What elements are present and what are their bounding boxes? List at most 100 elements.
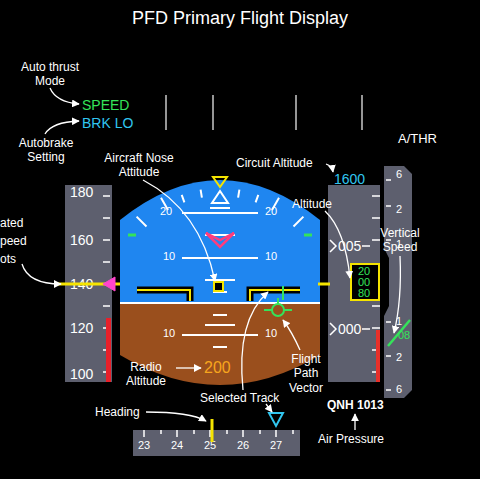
aircraft-symbol xyxy=(137,290,300,301)
vs-scale-ticks xyxy=(386,180,391,390)
heading-scale-ticks xyxy=(144,430,293,437)
altitude-scale-ticks xyxy=(372,196,380,372)
selected-altitude: 1600 xyxy=(334,171,365,188)
callout-label: Air Pressure xyxy=(318,432,384,446)
selected-track-marker xyxy=(269,413,283,426)
pitch-ladder xyxy=(182,213,258,347)
leader-arrow xyxy=(325,211,350,278)
altitude-scale-number: 005 xyxy=(338,239,361,253)
aircraft-symbol xyxy=(137,282,300,301)
speed-reference-line xyxy=(58,283,120,286)
speed-limit-band xyxy=(106,318,111,382)
altitude-reference-line xyxy=(318,283,330,286)
leader-arrow xyxy=(146,412,206,421)
flight-path-vector xyxy=(272,304,284,316)
leader-arrow xyxy=(22,264,61,284)
fma-divider xyxy=(165,95,167,130)
leader-arrow xyxy=(143,180,215,281)
callout-label: Autobrake Setting xyxy=(10,136,82,165)
speed-scale-number: 160 xyxy=(70,233,93,247)
pitch-number: 10 xyxy=(163,251,175,262)
callout-label: Radio Altitude xyxy=(120,360,172,389)
altitude-marker xyxy=(330,240,370,335)
heading-number: 23 xyxy=(138,440,150,451)
speed-scale-number: 180 xyxy=(70,185,93,199)
callout-label: Vertical Speed xyxy=(370,226,430,255)
vs-scale-number: 6 xyxy=(396,169,402,180)
vs-scale-number: 6 xyxy=(396,384,402,395)
pitch-number: 20 xyxy=(265,206,277,217)
flight-path-vector xyxy=(264,298,292,316)
callout-label: Flight Path Vector xyxy=(286,352,326,395)
leader-arrow xyxy=(326,164,333,172)
horizon-line xyxy=(120,302,320,304)
altitude-scale-number: 000 xyxy=(338,322,361,336)
vs-needle xyxy=(388,320,410,346)
flight-director xyxy=(206,233,234,247)
heading-number: 24 xyxy=(171,440,183,451)
callout-label: ated peed ots xyxy=(0,214,32,268)
leader-arrow xyxy=(283,320,300,350)
baro-setting: QNH 1013 xyxy=(327,398,384,412)
callout-label: Circuit Altitude xyxy=(236,156,313,170)
heading-scale-ticks xyxy=(144,430,293,437)
fma-divider xyxy=(166,95,362,130)
speed-scale-number: 100 xyxy=(70,367,93,381)
pitch-number: 20 xyxy=(160,206,172,217)
speed-tape: 180 160 140 120 100 xyxy=(65,185,112,382)
target-speed-marker xyxy=(103,277,115,291)
vs-scale-background xyxy=(384,166,412,398)
sky-area xyxy=(120,180,320,303)
vs-scale-ticks xyxy=(386,180,391,390)
speed-scale-ticks xyxy=(103,196,110,372)
leader-arrow xyxy=(354,414,355,430)
speed-scale-ticks xyxy=(103,196,110,372)
leader-arrow xyxy=(266,404,272,412)
vs-scale-number: 08 xyxy=(398,330,410,341)
speed-scale-number: 120 xyxy=(70,321,93,335)
callout-label: Heading xyxy=(95,405,140,419)
leader-arrow xyxy=(242,292,268,390)
pitch-number: 10 xyxy=(265,328,277,339)
ground-band xyxy=(376,330,380,382)
attitude-sphere: 20 20 10 10 10 10 200 xyxy=(120,175,320,390)
leader-arrow xyxy=(45,121,79,134)
pitch-number: 200 xyxy=(204,360,231,376)
altitude-marker xyxy=(330,240,370,335)
leader-arrow xyxy=(176,367,201,368)
callout-label: Aircraft Nose Attitude xyxy=(100,151,178,180)
vertical-speed-scale-outline xyxy=(384,166,412,398)
callout-label: Auto thrust Mode xyxy=(14,60,86,89)
heading-reference-line xyxy=(211,419,214,442)
vs-scale-number: 1 xyxy=(396,316,402,327)
speed-scale-number: 140 xyxy=(70,277,93,291)
fma-divider xyxy=(295,95,297,130)
heading-number: 25 xyxy=(204,440,216,451)
roll-pointer xyxy=(210,191,230,208)
callout-label: Selected Track xyxy=(200,391,279,405)
pitch-limit-mark xyxy=(128,234,312,237)
leader-arrow xyxy=(22,88,400,430)
altitude-digit: 00 xyxy=(358,277,370,288)
flight-path-vector xyxy=(264,298,292,310)
diagram-title: PFD Primary Flight Display xyxy=(0,8,480,30)
roll-index xyxy=(213,177,227,187)
vs-scale-number: 2 xyxy=(396,204,402,215)
altitude-readout: 200080 xyxy=(350,263,380,301)
attitude-sphere-outline xyxy=(120,175,320,390)
leader-arrow xyxy=(50,88,79,104)
altitude-digit: 80 xyxy=(358,288,370,299)
vertical-speed-scale: 62112608 xyxy=(384,166,412,398)
fma-divider xyxy=(212,95,214,130)
roll-scale xyxy=(137,190,304,227)
callout-label: Altitude xyxy=(292,197,332,211)
fma-mode: A/THR xyxy=(398,131,437,147)
fma-mode: SPEED xyxy=(82,97,129,114)
track-line xyxy=(282,286,284,300)
pitch-number: 10 xyxy=(265,251,277,262)
leader-arrow xyxy=(394,256,400,333)
heading-tape: 2324252627 xyxy=(133,430,300,456)
pitch-number: 10 xyxy=(163,328,175,339)
